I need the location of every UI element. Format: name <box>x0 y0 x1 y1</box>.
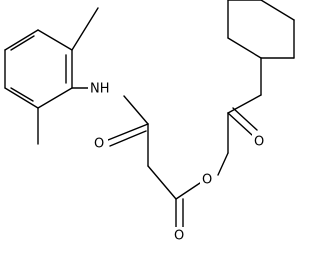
bond <box>4 29 39 51</box>
oxygen-to-ch2-bond <box>217 152 229 176</box>
carbonyl-oxygen-label-group: O <box>172 227 188 245</box>
ester-oxygen-label: O <box>202 173 212 188</box>
aromatic-double-bond <box>10 87 34 102</box>
carbonyl-oxygen-label: O <box>174 229 184 244</box>
ketone-carbon-bond <box>227 94 262 114</box>
bond <box>4 87 39 109</box>
methyl-bond-top <box>71 7 99 51</box>
amide-carbonyl-bond <box>107 123 149 141</box>
left-benzene-ring <box>4 29 73 109</box>
bond <box>260 0 295 21</box>
ketone-carbonyl-double-bond <box>232 107 258 131</box>
ester-oxygen-bond <box>175 182 201 200</box>
ketone-carbonyl-bond <box>227 112 253 136</box>
bond <box>37 29 73 51</box>
ester-oxygen-label-group: O <box>200 171 216 189</box>
bond <box>227 37 262 59</box>
amide-oxygen-label: O <box>94 137 104 152</box>
right-benzene-ring <box>227 0 295 96</box>
aromatic-double-bond <box>10 35 35 51</box>
amide-carbonyl-double-bond <box>109 130 147 147</box>
chain-bond-2 <box>147 165 177 200</box>
bond <box>37 87 73 109</box>
amide-oxygen-label-group: O <box>92 135 108 153</box>
nh-to-amide-carbon-bond <box>123 95 149 125</box>
ketone-oxygen-label: O <box>254 135 264 150</box>
nh-label: NH <box>90 82 110 97</box>
nh-label-group: NH <box>88 80 116 98</box>
ketone-oxygen-label-group: O <box>252 133 268 151</box>
